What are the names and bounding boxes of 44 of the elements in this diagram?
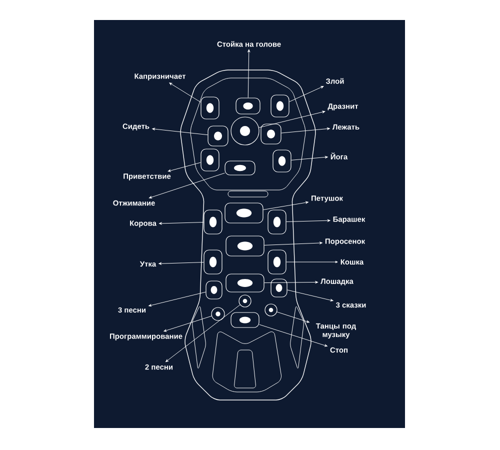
button <box>208 126 228 146</box>
button <box>224 160 256 176</box>
button <box>226 274 264 292</box>
leader-arrow <box>287 290 334 302</box>
leader-arrow <box>159 222 204 225</box>
button <box>204 250 222 274</box>
button <box>204 210 222 234</box>
leader-arrow <box>149 172 225 198</box>
leader-arrow <box>286 260 338 264</box>
button <box>268 210 286 234</box>
button <box>270 278 288 298</box>
button <box>200 96 220 120</box>
leader-arrow <box>168 162 201 172</box>
leader-arrow <box>264 281 318 284</box>
leader-arrow <box>289 86 324 102</box>
leader-arrow <box>276 312 310 323</box>
leader-arrow <box>152 128 208 136</box>
button <box>200 148 220 172</box>
button <box>272 150 292 172</box>
leader-arrow <box>259 324 328 347</box>
leader-arrow <box>281 128 330 134</box>
leader-arrow <box>169 82 201 102</box>
button <box>230 116 260 146</box>
leader-arrow <box>291 156 328 160</box>
leader-arrow <box>148 292 206 307</box>
leader-arrow <box>286 219 330 222</box>
button <box>264 304 278 316</box>
leader-arrow <box>166 304 240 362</box>
button <box>206 280 222 300</box>
button <box>226 236 264 256</box>
button <box>268 250 286 274</box>
leader-arrow <box>248 49 250 98</box>
leader-arrow <box>263 201 308 210</box>
button <box>224 202 264 224</box>
leader-arrow <box>164 316 212 332</box>
button <box>230 312 260 328</box>
leader-arrow <box>264 242 322 246</box>
button <box>270 94 290 118</box>
button <box>236 98 260 114</box>
leader-arrow <box>258 110 326 128</box>
button <box>260 124 282 144</box>
button <box>211 307 225 321</box>
button <box>238 294 252 308</box>
leader-arrow <box>158 262 204 265</box>
